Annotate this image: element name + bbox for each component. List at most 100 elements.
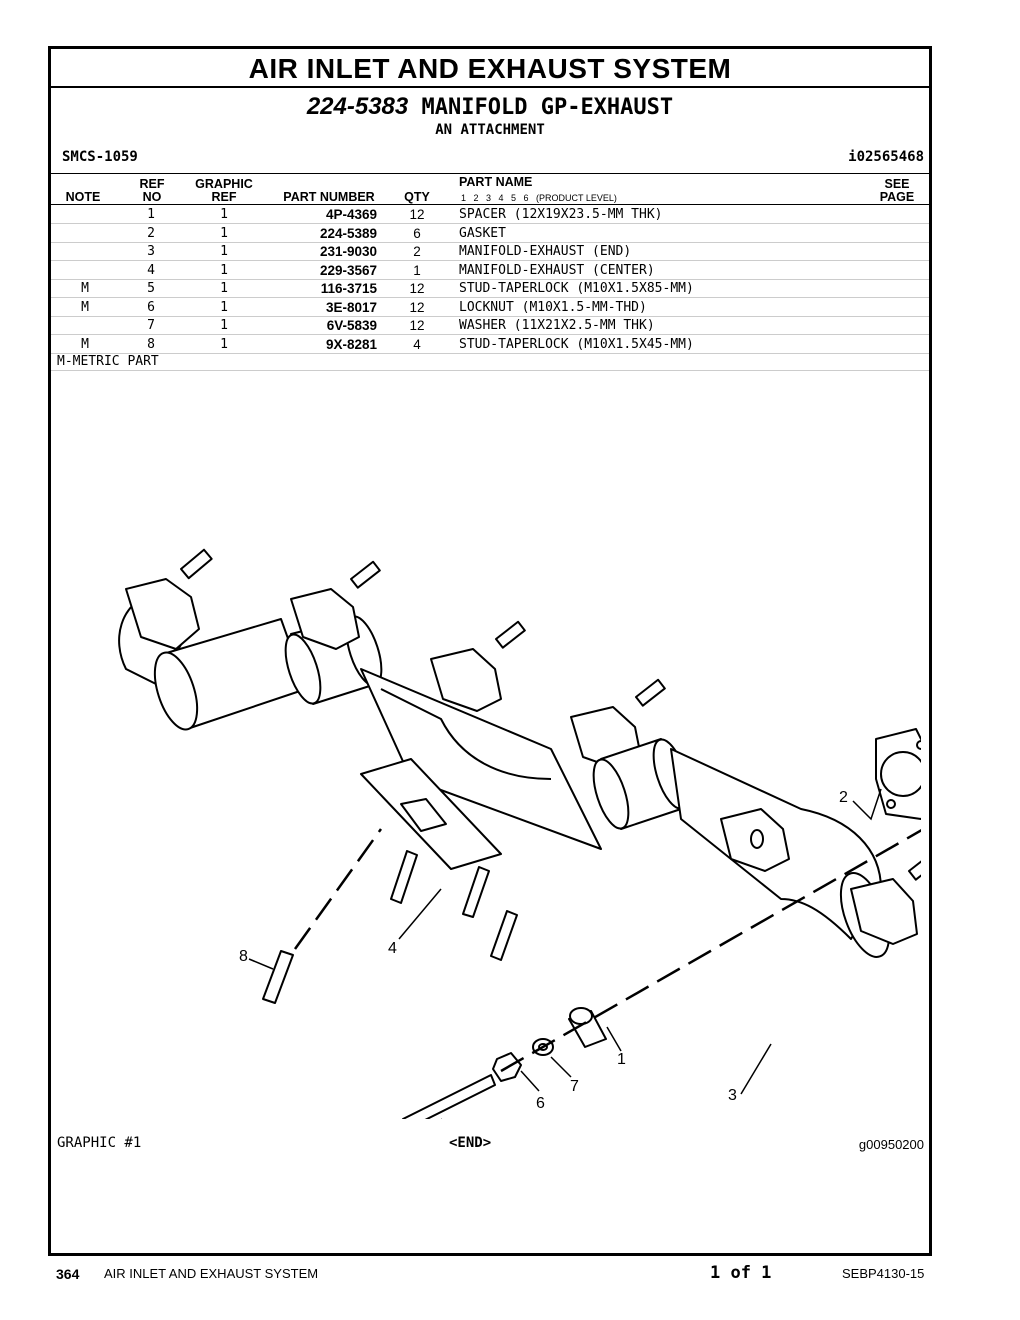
group-number[interactable]: 224-5383 (306, 93, 409, 120)
callout-7: 7 (570, 1078, 579, 1095)
table-row[interactable]: 4 1 229-3567 1 MANIFOLD-EXHAUST (CENTER) (51, 261, 929, 280)
leader-6 (520, 1070, 540, 1092)
header-part-name: PART NAME (459, 175, 533, 189)
cell-part-name: WASHER (11X21X2.5-MM THK) (459, 318, 655, 333)
metric-note: M-METRIC PART (57, 354, 159, 369)
cell-ref: 1 (147, 207, 155, 222)
footer-section-title: AIR INLET AND EXHAUST SYSTEM (104, 1266, 319, 1281)
table-row[interactable]: 7 1 6V-5839 12 WASHER (11X21X2.5-MM THK) (51, 316, 929, 335)
left-flange-stud (180, 548, 213, 580)
header-qty: QTY (404, 190, 430, 204)
header-note: NOTE (65, 190, 101, 204)
cell-ref: 2 (147, 225, 155, 241)
table-row[interactable]: M 8 1 9X-8281 4 STUD-TAPERLOCK (M10X1.5X… (51, 335, 929, 354)
cell-part-number[interactable]: 229-3567 (319, 262, 377, 278)
exploded-view-illustration: 1 2 3 4 5 6 7 8 (118, 548, 921, 1119)
flange-6 (850, 878, 918, 945)
cell-graphic-ref: 1 (220, 262, 228, 278)
header-gref: REF (211, 190, 237, 204)
table-row[interactable]: M 5 1 116-3715 12 STUD-TAPERLOCK (M10X1.… (51, 279, 929, 298)
cell-part-number[interactable]: 6V-5839 (326, 318, 377, 333)
cell-part-name: MANIFOLD-EXHAUST (CENTER) (459, 262, 655, 278)
leader-2 (852, 788, 882, 821)
cell-part-name: MANIFOLD-EXHAUST (END) (459, 244, 632, 259)
cell-graphic-ref: 1 (220, 244, 228, 259)
callout-1: 1 (617, 1051, 626, 1068)
header-graphic: GRAPHIC (195, 177, 253, 191)
table-header-rule (51, 204, 929, 205)
graphic-end-marker: <END> (449, 1135, 492, 1151)
cell-ref: 4 (147, 262, 155, 278)
assembly-centerline (500, 829, 921, 1073)
left-end-flange (125, 578, 200, 650)
cell-graphic-ref: 1 (220, 207, 228, 222)
header-product-level: 1 2 3 4 5 6 (PRODUCT LEVEL) (461, 193, 617, 203)
flange-2 (290, 588, 360, 650)
leader-3 (740, 1043, 772, 1095)
cell-qty: 4 (413, 336, 421, 352)
cell-part-name: STUD-TAPERLOCK (M10X1.5X45-MM) (459, 336, 694, 352)
callout-4: 4 (388, 940, 397, 957)
cell-part-name: SPACER (12X19X23.5-MM THK) (459, 207, 663, 222)
cell-part-name: STUD-TAPERLOCK (M10X1.5X85-MM) (459, 281, 694, 296)
cell-ref: 5 (147, 281, 155, 296)
cell-part-name: LOCKNUT (M10X1.5-MM-THD) (459, 299, 647, 315)
footer-page-number: 364 (56, 1266, 80, 1282)
cell-graphic-ref: 1 (220, 225, 228, 241)
flange-3 (430, 648, 502, 712)
cell-part-number[interactable]: 231-9030 (319, 244, 377, 259)
leader-1 (606, 1026, 622, 1052)
header-part-number: PART NUMBER (283, 190, 375, 204)
group-name: MANIFOLD GP-EXHAUST (421, 95, 674, 120)
cell-qty: 1 (413, 262, 421, 278)
cell-ref: 3 (147, 244, 155, 259)
center-manifold (360, 668, 602, 850)
cell-graphic-ref: 1 (220, 299, 228, 315)
cell-qty: 2 (413, 244, 421, 259)
long-stud (402, 1074, 496, 1119)
cell-qty: 6 (413, 225, 421, 241)
header-page: PAGE (879, 190, 915, 204)
ident-code: i02565468 (848, 149, 924, 165)
stud-centerline (293, 828, 383, 950)
footer-page-of: 1 of 1 (710, 1263, 772, 1283)
left-tube-end (153, 651, 199, 731)
cell-part-number[interactable]: 116-3715 (320, 281, 377, 296)
cell-graphic-ref: 1 (220, 281, 228, 296)
table-row[interactable]: 1 1 4P-4369 12 SPACER (12X19X23.5-MM THK… (51, 205, 929, 224)
callout-8: 8 (239, 948, 248, 965)
cell-note: M (81, 299, 89, 315)
callout-2: 2 (839, 789, 848, 806)
leader-4 (398, 888, 442, 940)
header-see: SEE (884, 177, 910, 191)
table-row[interactable]: M 6 1 3E-8017 12 LOCKNUT (M10X1.5-MM-THD… (51, 298, 929, 317)
cell-ref: 6 (147, 299, 155, 315)
callout-3: 3 (728, 1087, 737, 1104)
cell-part-number[interactable]: 3E-8017 (325, 299, 377, 315)
cell-qty: 12 (409, 299, 425, 315)
cell-graphic-ref: 1 (220, 336, 228, 352)
cell-graphic-ref: 1 (220, 318, 228, 333)
callout-6: 6 (536, 1095, 545, 1112)
cell-note: M (81, 336, 89, 352)
group-subtitle: AN ATTACHMENT (435, 122, 545, 138)
table-top-rule (51, 173, 929, 174)
cell-ref: 7 (147, 318, 155, 333)
cell-part-number[interactable]: 9X-8281 (325, 336, 377, 352)
cell-part-number[interactable]: 224-5389 (319, 225, 377, 241)
cell-ref: 8 (147, 336, 155, 352)
table-row[interactable]: 3 1 231-9030 2 MANIFOLD-EXHAUST (END) (51, 242, 929, 261)
leader-7 (550, 1056, 572, 1078)
cell-note: M (81, 281, 89, 296)
cell-part-number[interactable]: 4P-4369 (325, 207, 377, 222)
table-row[interactable]: 2 1 224-5389 6 GASKET (51, 224, 929, 243)
header-ref: REF (139, 177, 165, 191)
cell-qty: 12 (409, 281, 425, 296)
cell-part-name: GASKET (459, 225, 506, 241)
header-no: NO (142, 190, 162, 204)
section-title: AIR INLET AND EXHAUST SYSTEM (51, 49, 929, 88)
cell-qty: 12 (409, 318, 425, 333)
table-bottom-rule (51, 370, 929, 371)
graphic-id: g00950200 (858, 1137, 924, 1152)
short-stud (262, 950, 294, 1004)
